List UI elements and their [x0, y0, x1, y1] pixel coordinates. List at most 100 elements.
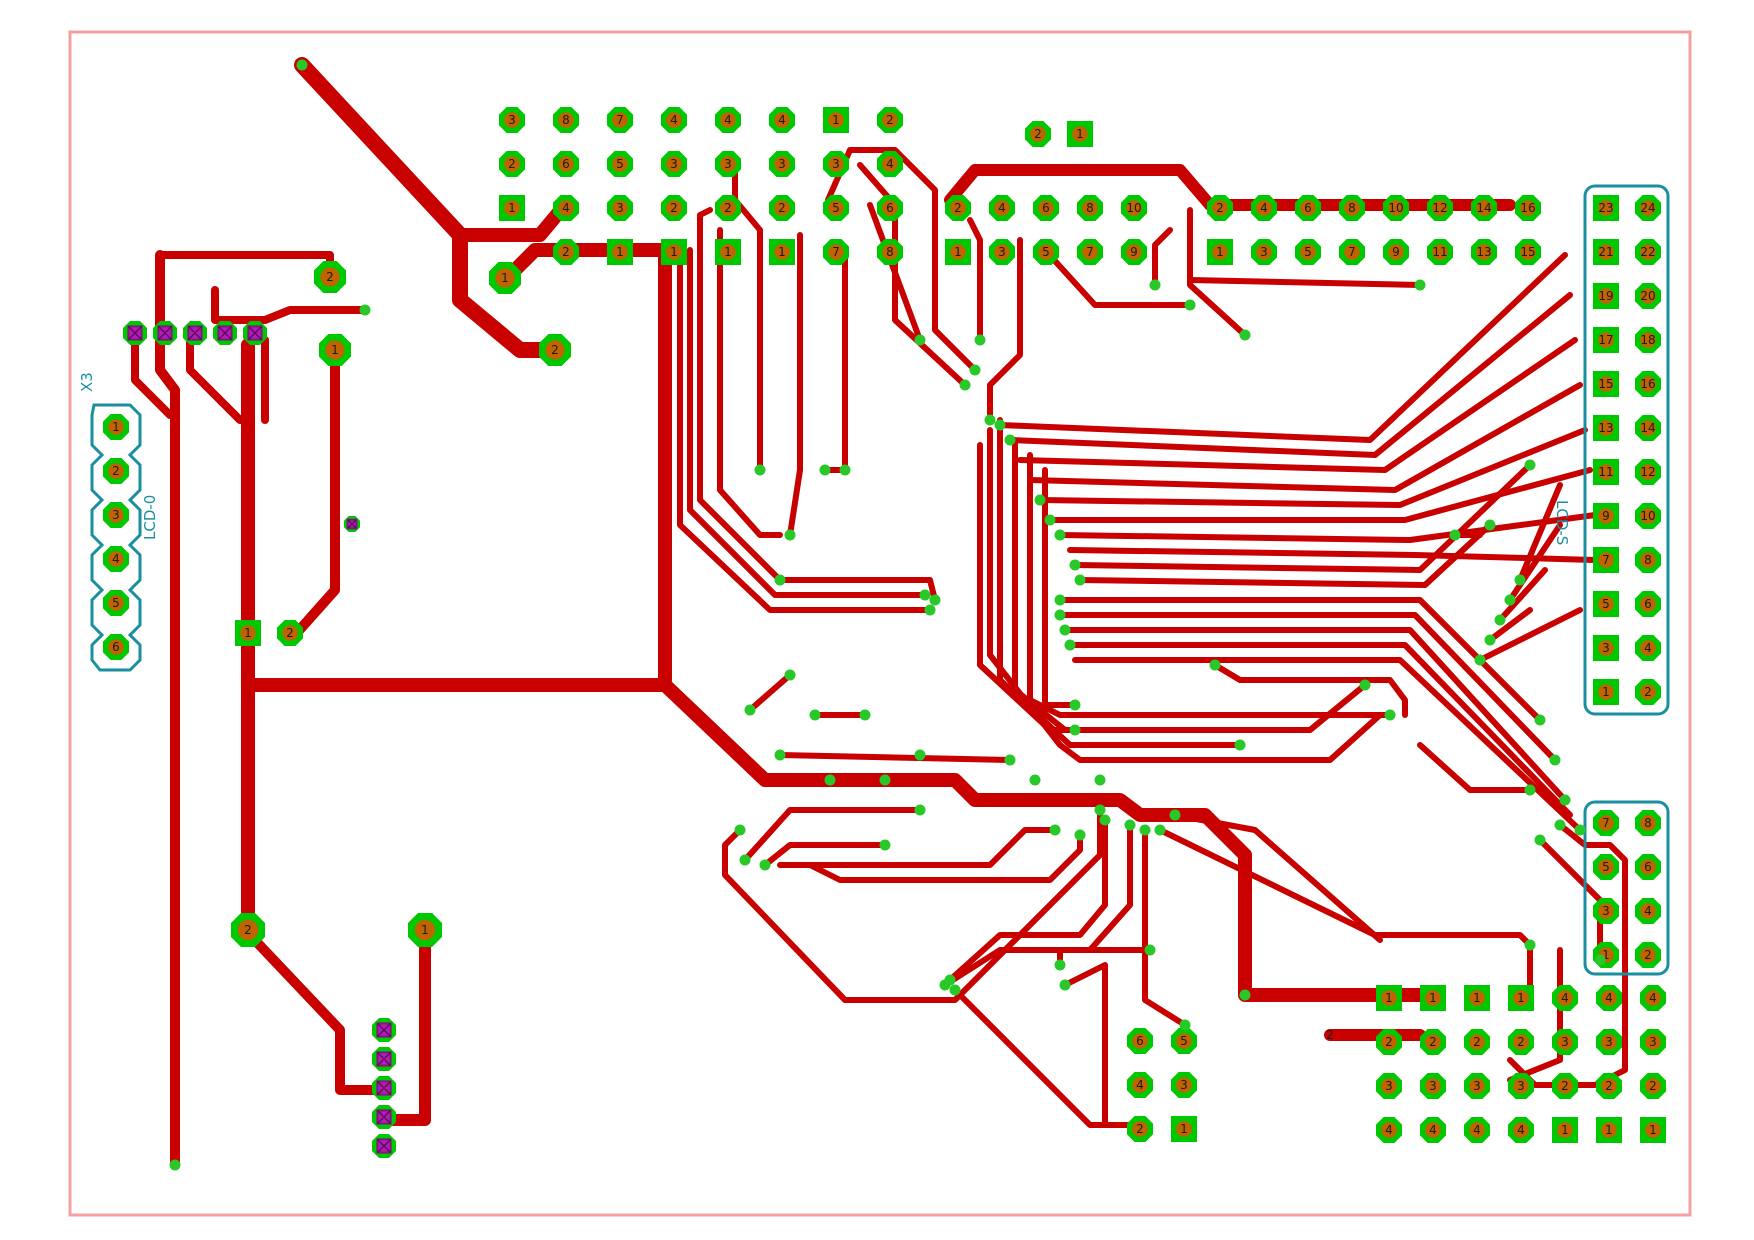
top-r2-0-drill	[504, 156, 520, 172]
board-outline	[68, 30, 1692, 1217]
top-r2-3-label: 3	[670, 157, 678, 171]
top-r2-4: 3	[715, 151, 741, 177]
right-top-6-drill	[1476, 200, 1492, 216]
x3-label: X3	[78, 372, 96, 392]
hdr24-l-2: 19	[1593, 283, 1619, 309]
bot-r3-5-label: 2	[1605, 1079, 1613, 1093]
top-r1-4-label: 4	[724, 113, 732, 127]
bot-r2-3-label: 2	[1517, 1035, 1525, 1049]
top-r1-6-drill	[828, 112, 844, 128]
sb-4-label: 2	[1136, 1122, 1144, 1136]
hdr8-r-2: 4	[1635, 898, 1661, 924]
via-38	[1534, 714, 1546, 726]
top-r1-0: 3	[499, 107, 525, 133]
right-bot-7-label: 15	[1520, 245, 1535, 259]
top-r2-1-drill	[558, 156, 574, 172]
hdr24-l-0-label: 23	[1598, 201, 1613, 215]
top-r1-6-label: 1	[832, 113, 840, 127]
bot-r1-6-label: 4	[1649, 991, 1657, 1005]
right-top-1-label: 4	[1260, 201, 1268, 215]
lcd-s-header-outline	[1583, 184, 1670, 716]
bot-r4-3-label: 4	[1517, 1123, 1525, 1137]
bot-r2-0-label: 2	[1385, 1035, 1393, 1049]
via-37	[1484, 519, 1496, 531]
via-24	[1054, 529, 1066, 541]
hdr24-r-2-label: 20	[1640, 289, 1655, 303]
hdr24-r-6: 12	[1635, 459, 1661, 485]
right-top-0-label: 2	[1216, 201, 1224, 215]
via-80	[1179, 1019, 1191, 1031]
traces	[131, 57, 1628, 1170]
mid-bot-0-label: 1	[954, 245, 962, 259]
top-r2-7-drill	[882, 156, 898, 172]
via-25	[1069, 559, 1081, 571]
sb-0: 6	[1127, 1028, 1153, 1054]
top-r1-3: 4	[661, 107, 687, 133]
mid-pair-1: 1	[1067, 121, 1093, 147]
via-16	[1184, 299, 1196, 311]
hdr24-r-5-label: 14	[1640, 421, 1655, 435]
bot-r3-3-drill	[1513, 1078, 1529, 1094]
top-r4-0-drill	[558, 244, 574, 260]
via-29	[1059, 624, 1071, 636]
top-r4-5: 7	[823, 239, 849, 265]
right-top-2: 6	[1295, 195, 1321, 221]
bot-r3-6-label: 2	[1649, 1079, 1657, 1093]
hdr24-r-1-label: 22	[1640, 245, 1655, 259]
top-r2-5: 3	[769, 151, 795, 177]
single-7: 1	[408, 913, 442, 947]
via-70	[784, 669, 796, 681]
via-3	[754, 464, 766, 476]
single-4-label: 2	[286, 626, 294, 640]
bot-r2-1-drill	[1425, 1034, 1441, 1050]
top-r4-6: 8	[877, 239, 903, 265]
via-41	[1574, 824, 1586, 836]
right-top-0: 2	[1207, 195, 1233, 221]
x-top-3	[213, 321, 237, 345]
x-top-1	[153, 321, 177, 345]
bot-r4-5: 1	[1596, 1117, 1622, 1143]
right-top-3-drill	[1344, 200, 1360, 216]
via-8	[929, 594, 941, 606]
top-r4-3: 1	[715, 239, 741, 265]
right-bot-0-drill	[1212, 244, 1228, 260]
bot-r4-3: 4	[1508, 1117, 1534, 1143]
top-r3-3-label: 2	[670, 201, 678, 215]
top-r2-7-label: 4	[886, 157, 894, 171]
via-54	[879, 839, 891, 851]
bot-r2-5: 3	[1596, 1029, 1622, 1055]
top-r3-2-drill	[612, 200, 628, 216]
top-r3-0: 1	[499, 195, 525, 221]
right-bot-3: 7	[1339, 239, 1365, 265]
bot-r3-4-label: 2	[1561, 1079, 1569, 1093]
hdr24-r-3-label: 18	[1640, 333, 1655, 347]
top-r4-5-drill	[828, 244, 844, 260]
hdr24-l-3-label: 17	[1598, 333, 1613, 347]
hdr24-l-8: 7	[1593, 547, 1619, 573]
single-3: 1	[319, 334, 351, 366]
via-35	[1069, 724, 1081, 736]
via-39	[1549, 754, 1561, 766]
top-r4-6-drill	[882, 244, 898, 260]
top-r4-3-label: 1	[724, 245, 732, 259]
hdr24-r-2-drill	[1640, 288, 1656, 304]
hdr24-l-7: 9	[1593, 503, 1619, 529]
right-bot-2-label: 5	[1304, 245, 1312, 259]
x3-pad-5: 6	[103, 634, 129, 660]
x-top-0	[123, 321, 147, 345]
bot-r1-4-label: 4	[1561, 991, 1569, 1005]
via-10	[924, 604, 936, 616]
hdr8-l-1-drill	[1598, 859, 1614, 875]
hdr24-l-7-drill	[1598, 508, 1614, 524]
top-r3-5: 2	[769, 195, 795, 221]
hdr24-r-7-label: 10	[1640, 509, 1655, 523]
right-top-4-label: 10	[1388, 201, 1403, 215]
hdr24-l-5: 13	[1593, 415, 1619, 441]
x3-pad-5-label: 6	[112, 640, 120, 654]
via-20	[994, 419, 1006, 431]
bot-r4-2-label: 4	[1473, 1123, 1481, 1137]
bot-r3-3: 3	[1508, 1073, 1534, 1099]
top-r2-1-label: 6	[562, 157, 570, 171]
x3-pad-0-label: 1	[112, 420, 120, 434]
